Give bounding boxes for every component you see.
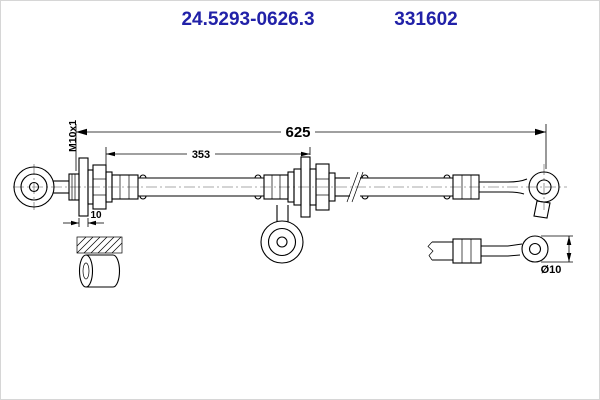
right-end-fitting bbox=[507, 171, 560, 219]
middle-fitting-and-bracket bbox=[263, 156, 336, 218]
detail-hose-end bbox=[427, 235, 549, 264]
thread-label: M10x1 bbox=[67, 120, 79, 152]
hose-body bbox=[138, 174, 264, 200]
dim-10-label: 10 bbox=[90, 210, 102, 221]
part-number: 24.5293-0626.3 bbox=[181, 9, 314, 30]
centerlines bbox=[13, 164, 567, 210]
dimension-overall-length: 625 bbox=[75, 124, 547, 171]
thread-size-label: M10x1 bbox=[67, 120, 79, 152]
dimension-bracket-thickness: 10 bbox=[63, 210, 104, 227]
header: 24.5293-0626.3 331602 bbox=[181, 9, 457, 30]
dim-353-label: 353 bbox=[192, 149, 210, 161]
hose-right-segment bbox=[335, 171, 508, 203]
dimension-hose-diameter: Ø10 bbox=[541, 235, 573, 276]
left-eyelet-fitting bbox=[13, 166, 69, 208]
catalog-number: 331602 bbox=[394, 9, 457, 30]
grommet bbox=[260, 205, 304, 264]
break-mark bbox=[346, 171, 359, 203]
dimension-intermediate-length: 353 bbox=[105, 147, 311, 169]
left-fitting-and-bracket bbox=[68, 157, 139, 217]
detail-bushing bbox=[76, 236, 123, 288]
dim-diameter-label: Ø10 bbox=[541, 264, 562, 276]
dim-625-label: 625 bbox=[285, 124, 310, 141]
